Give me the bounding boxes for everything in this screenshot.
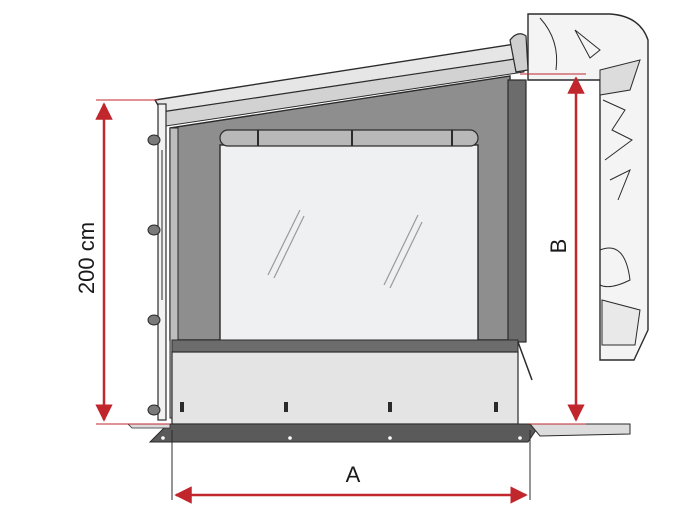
panel-window bbox=[219, 129, 479, 342]
depth-dimension: B bbox=[520, 73, 586, 425]
depth-label: B bbox=[546, 239, 571, 254]
front-leg bbox=[147, 103, 167, 421]
panel-skirt bbox=[171, 339, 533, 425]
height-label: 200 cm bbox=[74, 222, 99, 294]
awning-roof bbox=[153, 33, 529, 127]
width-label: A bbox=[346, 462, 361, 487]
height-dimension: 200 cm bbox=[74, 99, 170, 425]
ground-sheet bbox=[127, 423, 631, 443]
caravan-body bbox=[527, 13, 649, 361]
width-dimension: A bbox=[171, 430, 531, 504]
